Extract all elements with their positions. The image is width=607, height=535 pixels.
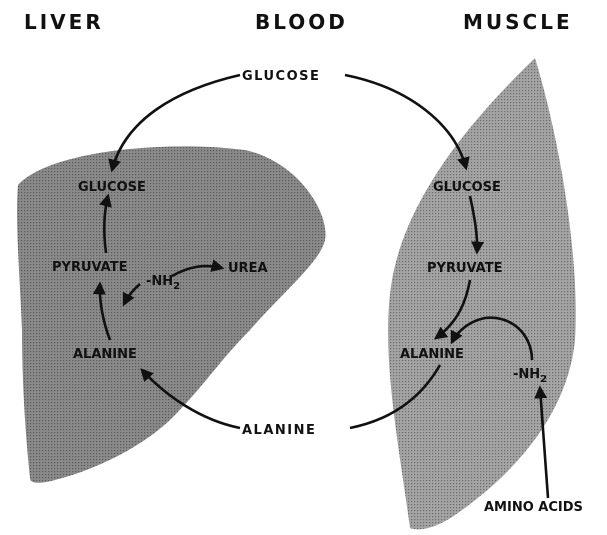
liver-alanine-label: ALANINE (73, 347, 137, 362)
header-muscle: MUSCLE (463, 10, 573, 34)
muscle-alanine-label: ALANINE (400, 347, 464, 362)
header-liver: LIVER (24, 10, 104, 34)
muscle-organ (388, 58, 576, 529)
muscle-nh2-subscript: 2 (540, 374, 547, 385)
liver-urea-label: UREA (228, 261, 268, 276)
blood-alanine-label: ALANINE (242, 423, 316, 438)
liver-glucose-label: GLUCOSE (78, 180, 146, 195)
muscle-amino-acids-label: AMINO ACIDS (484, 500, 583, 515)
blood-glucose-label: GLUCOSE (242, 69, 320, 84)
muscle-pyruvate-label: PYRUVATE (427, 261, 503, 276)
muscle-glucose-label: GLUCOSE (433, 180, 501, 195)
arrow-blood-glucose-to-muscle (345, 75, 466, 168)
muscle-nh2-group: -NH (513, 367, 540, 382)
header-blood: BLOOD (255, 10, 348, 34)
liver-nh2-group: -NH (146, 274, 173, 289)
liver-nh2-subscript: 2 (173, 281, 180, 292)
liver-pyruvate-label: PYRUVATE (52, 260, 128, 275)
